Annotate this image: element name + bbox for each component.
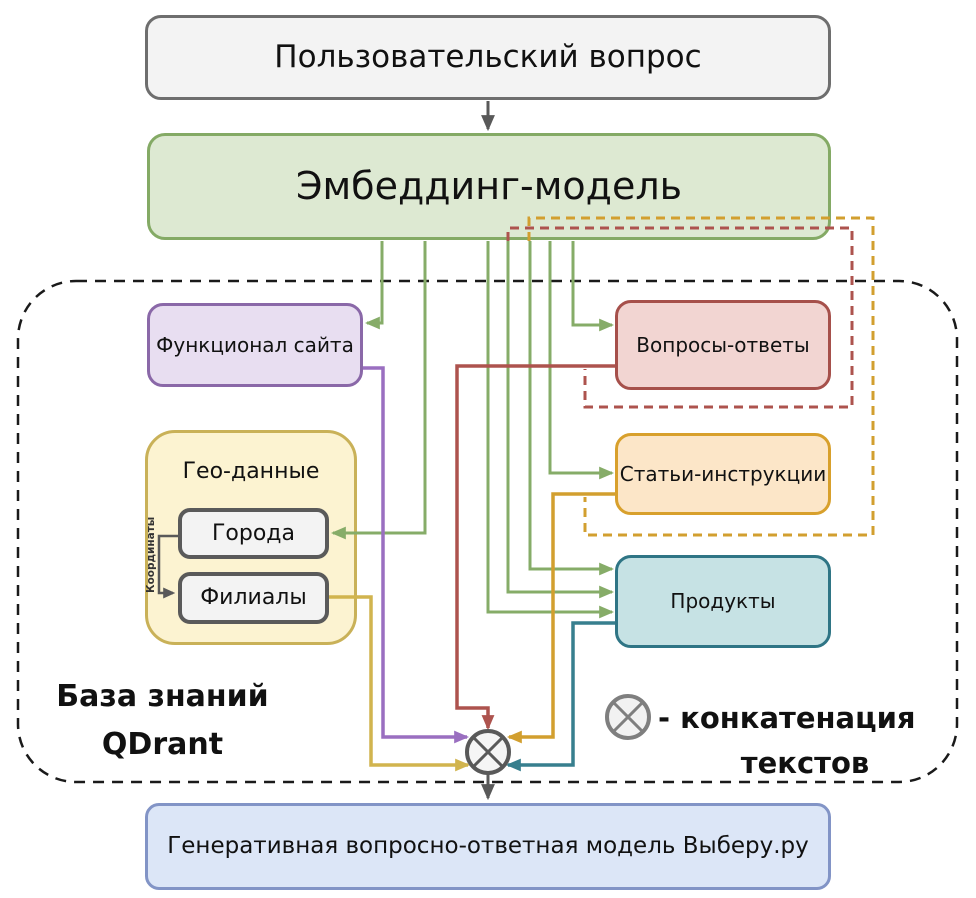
node-embedding-model: Эмбеддинг-модель: [147, 133, 831, 240]
node-branches: Филиалы: [178, 572, 329, 624]
legend-concat-icon: [605, 694, 651, 740]
node-qa-pairs: Вопросы-ответы: [615, 300, 831, 390]
concat-operator-icon: [465, 729, 511, 775]
edge-embedding-to-site-functionality: [364, 241, 384, 330]
legend-text-line1: - конкатенация: [658, 701, 916, 735]
edge-qa-pairs-to-concat: [455, 364, 615, 731]
edge-embedding-to-articles: [548, 241, 615, 480]
edge-articles-to-concat: [506, 492, 615, 744]
legend-text-line2: текстов: [740, 746, 870, 780]
node-cities: Города: [178, 508, 329, 559]
knowledge-base-label-line2: QDrant: [101, 727, 224, 762]
edge-embedding-to-qa-pairs: [571, 241, 615, 332]
coordinates-edge-label: Координаты: [145, 516, 157, 593]
node-generative-model: Генеративная вопросно-ответная модель Вы…: [145, 803, 831, 890]
knowledge-base-label-line1: База знаний: [56, 679, 269, 714]
edge-site-functionality-to-concat: [363, 366, 470, 744]
node-products: Продукты: [615, 555, 831, 648]
edge-embedding-to-products-3: [486, 241, 615, 619]
edge-products-to-concat: [505, 621, 615, 772]
node-site-functionality: Функционал сайта: [147, 303, 363, 387]
edge-embedding-to-products-1: [528, 241, 615, 576]
node-user-question: Пользовательский вопрос: [145, 15, 831, 100]
node-articles: Статьи-инструкции: [615, 433, 831, 515]
edge-embedding-to-products-2: [506, 241, 615, 599]
